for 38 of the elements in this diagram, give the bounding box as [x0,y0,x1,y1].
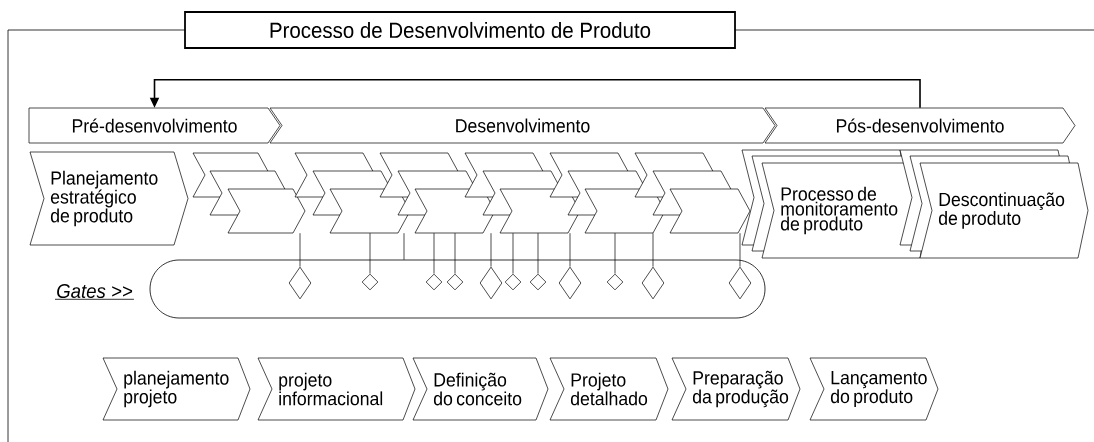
gate-line [454,232,456,274]
process-step: planejamento projeto [102,357,251,421]
gate-line [537,232,539,274]
phase-band: Pós-desenvolvimento [764,107,1076,144]
process-step: Planejamento estratégico de produto [29,151,189,246]
gate-diamond [361,273,379,291]
gate-diamond [504,273,522,291]
gates-band [149,259,766,319]
title-box: Processo de Desenvolvimento de Produto [184,11,736,49]
gates-label: Gates >> [54,283,135,300]
gate-line [299,232,301,267]
gate-line [512,232,514,274]
stage-chevron-stack: Descontinuação de produto [899,149,1089,259]
gate-line [403,232,405,261]
gate-line [369,232,371,274]
chevron-stack [192,152,306,234]
gate-diamond [728,266,752,300]
gate-line [652,232,654,267]
process-step: projeto informacional [257,357,416,421]
process-step: Lançamento do produto [809,357,939,421]
process-step: Definição do conceito [412,357,549,421]
gate-diamond [446,273,464,291]
gate-diamond [641,266,665,300]
stage-chevron-stack: Processo de monitoramento de produto [741,149,929,259]
gate-diamond [606,273,624,291]
gate-line [433,232,435,274]
gate-diamond [288,266,312,300]
chevron-stack [634,152,751,234]
phase-band: Pré-desenvolvimento [28,107,281,144]
gate-line [614,232,616,274]
gate-line [569,232,571,267]
process-step: Projeto detalhado [549,357,669,421]
gate-line [490,232,492,267]
gate-diamond [529,273,547,291]
gate-diamond [558,266,582,300]
gate-diamond [425,273,443,291]
gate-line [739,232,741,267]
process-step: Preparação da produção [671,357,801,421]
